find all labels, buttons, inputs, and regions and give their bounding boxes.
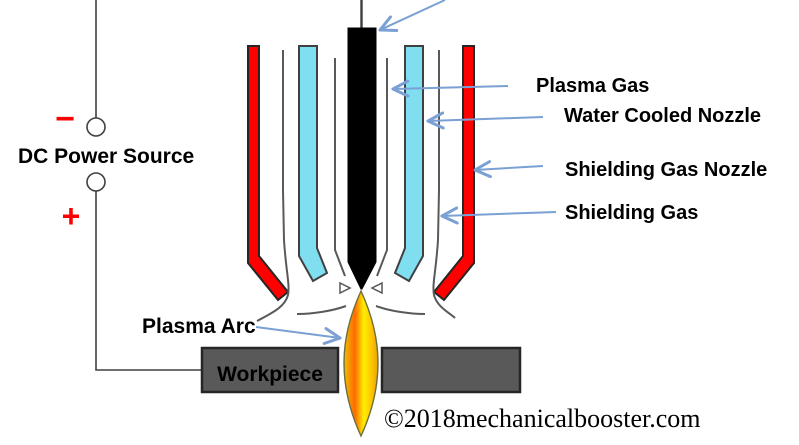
positive-terminal-symbol: + (62, 198, 81, 234)
plasma-gas-pointer-arrow (393, 86, 509, 89)
workpiece-label: Workpiece (217, 363, 323, 386)
workpiece-wire (95, 191, 202, 371)
water-cooled-nozzle-right (393, 45, 424, 283)
shielding-gas-nozzle-label: Shielding Gas Nozzle (565, 159, 767, 181)
copyright-watermark: ©2018mechanicalbooster.com (384, 404, 701, 433)
workpiece-left (200, 346, 340, 394)
plasma-arc-pointer-arrow (255, 326, 340, 338)
plasma-gas-label: Plasma Gas (536, 75, 649, 97)
electrode (347, 27, 377, 290)
shielding-gas-channel-line-right (432, 50, 456, 319)
negative-terminal-circle (86, 117, 106, 137)
shielding-gas-label: Shielding Gas (565, 202, 698, 224)
negative-terminal-symbol: − (55, 100, 75, 138)
dc-power-source-label: DC Power Source (18, 145, 194, 168)
workpiece-right (380, 346, 522, 394)
electrode-pointer-arrow (380, 0, 446, 30)
gas-flow-triangle-right-icon (370, 281, 383, 295)
plasma-arc-label: Plasma Arc (142, 315, 256, 338)
water-cooled-nozzle-pointer-arrow (428, 117, 544, 121)
shielding-gas-channel-line-left (256, 50, 290, 322)
water-cooled-nozzle-label: Water Cooled Nozzle (564, 105, 761, 127)
shielding-gas-pointer-arrow (442, 212, 557, 216)
gas-flow-triangle-left-icon (339, 281, 352, 295)
positive-terminal-circle (86, 172, 106, 192)
plasma-gas-channel-line-left (334, 58, 346, 277)
shielding-gas-nozzle-pointer-arrow (475, 166, 544, 170)
nozzle-exit-curve-left (296, 305, 347, 315)
plasma-flame (343, 289, 379, 438)
water-cooled-nozzle-left (298, 45, 329, 283)
plasma-gas-channel-line-right (376, 58, 388, 277)
nozzle-exit-curve-right (375, 305, 426, 315)
